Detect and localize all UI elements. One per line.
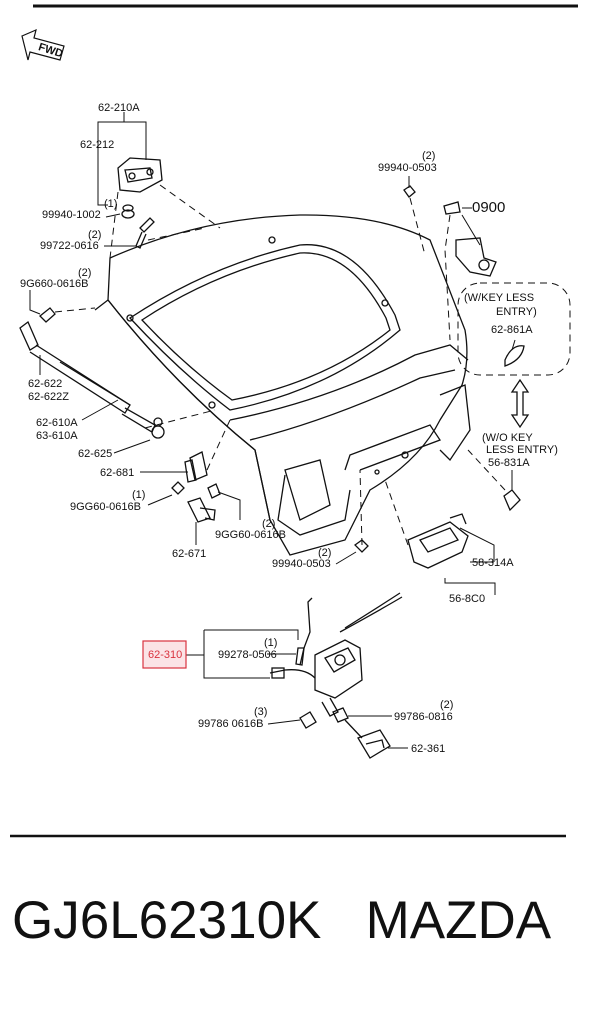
qty-99786-0616B: (3) [254,706,267,718]
qty-99940-0503-b: (2) [422,150,435,162]
qty-9G660-0616B: (2) [78,267,91,279]
qty-99940-0503-a: (2) [318,547,331,559]
bolt-small-part [171,481,221,499]
label-99940-1002: 99940-1002 [42,209,101,221]
label-w-keyless-2: ENTRY) [496,306,537,318]
label-63-610A: 63-610A [36,430,78,442]
label-0900: 0900 [472,199,505,216]
label-wo-key-1: (W/O KEY [482,432,533,444]
label-9GG60-0616B-a: 9GG60-0616B [70,501,141,513]
fwd-arrow-icon: FWD [21,28,65,61]
bracket-part [184,451,208,483]
label-62-361: 62-361 [411,743,445,755]
qty-9GG60-0616B-b: (2) [262,518,275,530]
cover-part [503,489,521,512]
striker-part [357,729,391,759]
label-62-861A: 62-861A [491,324,533,336]
washer-part [121,209,135,219]
swap-arrow-icon [510,378,530,429]
label-58-314A: 58-314A [472,557,514,569]
bolt-lock-part [299,711,317,729]
label-99940-0503-a: 99940-0503 [272,558,331,570]
label-99278-0506: 99278-0506 [218,649,277,661]
qty-99722-0616: (2) [88,229,101,241]
label-62-310: 62-310 [148,649,182,661]
liftgate-panel [94,214,471,556]
qty-99786-0816: (2) [440,699,453,711]
nut-lower-part [353,539,369,553]
dashed-leaders [54,184,506,546]
bolt-part [135,217,155,249]
bolt-left-part [39,307,56,323]
label-99786-0616B: 99786 0616B [198,718,263,730]
qty-9GG60-0616B-a: (1) [132,489,145,501]
lock-actuator-part [269,592,403,717]
bolt-striker-part [332,707,363,739]
hinge-part [117,157,163,193]
caption-gap [321,891,365,950]
label-99786-0816: 99786-0816 [394,711,453,723]
label-99722-0616: 99722-0616 [40,240,99,252]
label-62-622Z: 62-622Z [28,391,69,403]
label-56-8C0: 56-8C0 [449,593,485,605]
callout-lines [29,112,516,749]
brand-name: MAZDA [365,891,552,950]
qty-99940-1002: (1) [104,198,117,210]
label-99940-0503-b: 99940-0503 [378,162,437,174]
part-caption: GJ6L62310K MAZDA [12,890,592,980]
label-62-622: 62-622 [28,378,62,390]
label-62-625: 62-625 [78,448,112,460]
keyless-entry-box [457,282,571,376]
handle-part [407,513,469,569]
label-62-212: 62-212 [80,139,114,151]
label-56-831A: 56-831A [488,457,530,469]
label-62-610A: 62-610A [36,417,78,429]
label-wo-key-2: LESS ENTRY) [486,444,558,456]
part-number: GJ6L62310K [12,891,322,950]
bracket-lower-part [187,497,216,523]
nut-top-part [403,185,416,198]
cap-part [504,345,525,367]
label-9GG60-0616B-b: 9GG60-0616B [215,529,286,541]
label-w-keyless-1: (W/KEY LESS [464,292,534,304]
label-62-210A: 62-210A [98,102,140,114]
nut-part [122,204,134,212]
label-9G660-0616B: 9G660-0616B [20,278,89,290]
label-62-671: 62-671 [172,548,206,560]
qty-99278-0506: (1) [264,637,277,649]
gas-strut-part [19,320,165,439]
highlight-box [142,640,187,669]
label-62-681: 62-681 [100,467,134,479]
key-cylinder-part [443,201,497,277]
